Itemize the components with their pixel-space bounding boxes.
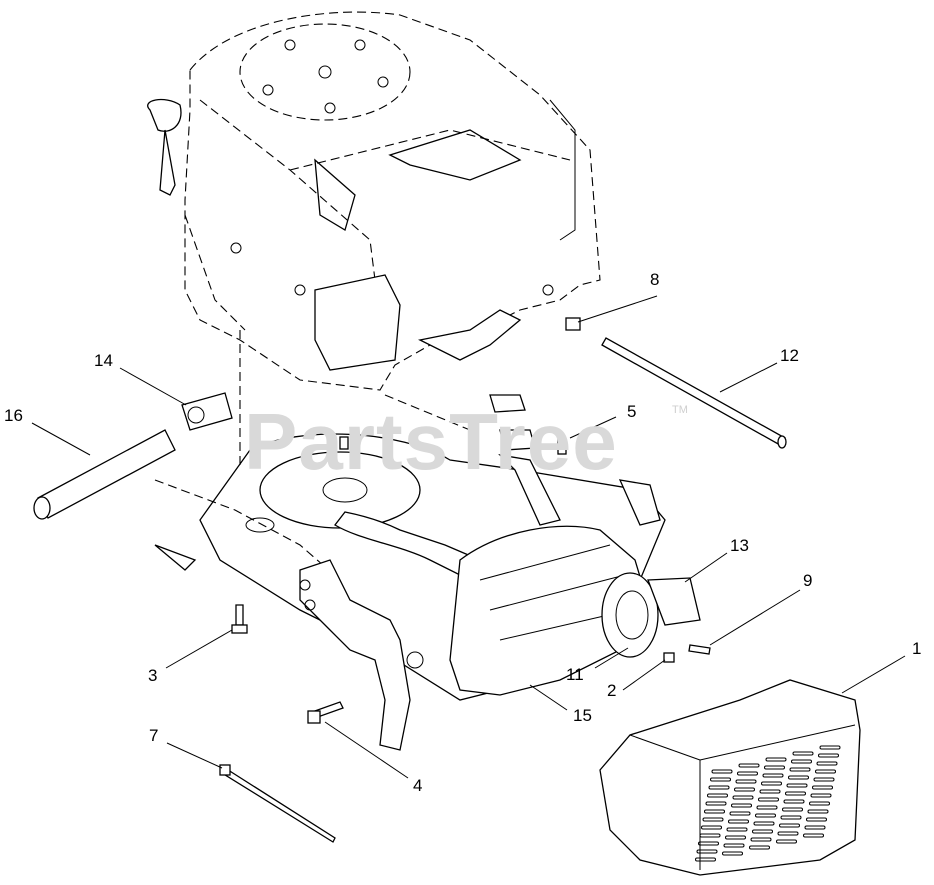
shield-slot (812, 785, 833, 790)
shield-slot (726, 827, 748, 832)
shield-slot (699, 833, 721, 838)
shield-slot (804, 825, 826, 830)
shield-slot (779, 823, 800, 828)
shield-slot (708, 785, 730, 790)
rod-12 (601, 337, 787, 449)
shield-slot (732, 795, 754, 800)
callout-12[interactable]: 12 (780, 346, 799, 365)
shield-slot (816, 761, 838, 766)
shield-slot (807, 809, 829, 814)
callout-4[interactable]: 4 (413, 776, 423, 795)
shield-slot (725, 835, 746, 840)
shield-slot (701, 825, 722, 830)
shield-slot (705, 801, 727, 806)
shield-slot (710, 777, 731, 782)
cable-tie-7 (219, 764, 336, 843)
shield-slot (753, 821, 775, 826)
shield-slot (792, 751, 814, 756)
shield-slot (704, 809, 725, 814)
leader-lines (31, 295, 906, 779)
shield-slot (761, 781, 782, 786)
callout-9[interactable]: 9 (803, 571, 813, 590)
callout-8[interactable]: 8 (650, 270, 660, 289)
shield-slot (783, 799, 805, 804)
shield-slot (777, 831, 799, 836)
shield-slot (806, 817, 827, 822)
shield-slot (810, 793, 832, 798)
shield-slot (788, 775, 809, 780)
heat-shield (599, 679, 861, 876)
callout-11[interactable]: 11 (566, 665, 584, 684)
shield-slot (738, 763, 760, 768)
exhaust-pipe (334, 394, 561, 581)
callout-7[interactable]: 7 (149, 726, 159, 745)
shield-slot (791, 759, 812, 764)
shield-slot (729, 811, 751, 816)
shield-slot (815, 769, 836, 774)
shield-slot (722, 851, 743, 856)
shield-slot (776, 839, 797, 844)
shield-slot (735, 779, 757, 784)
shield-slot (698, 841, 719, 846)
callout-13[interactable]: 13 (730, 536, 749, 555)
shield-slot (818, 753, 839, 758)
watermark-brand: PartsTree (244, 397, 618, 486)
shield-slot (785, 791, 806, 796)
shield-slot (755, 813, 776, 818)
shield-slot (749, 845, 770, 850)
shield-slot (759, 789, 781, 794)
shield-slot (764, 765, 785, 770)
shield-slot (780, 815, 802, 820)
callout-16[interactable]: 16 (4, 406, 23, 425)
fasteners (231, 317, 711, 724)
shield-slot (702, 817, 724, 822)
callout-15[interactable]: 15 (573, 706, 592, 725)
connector-14 (181, 392, 233, 431)
callout-1[interactable]: 1 (912, 639, 922, 658)
shield-slot (695, 857, 716, 862)
watermark-trademark: TM (672, 404, 688, 416)
shield-slot (707, 793, 728, 798)
shield-slot (765, 757, 787, 762)
shield-slot (786, 783, 808, 788)
tube-16 (33, 429, 176, 520)
shield-slot (819, 745, 841, 750)
shield-slot (813, 777, 835, 782)
muffler-body (449, 525, 701, 696)
shield-slot (750, 837, 772, 842)
shield-slot (734, 787, 755, 792)
shield-slot (803, 833, 824, 838)
shield-slot (731, 803, 752, 808)
shield-slot (723, 843, 745, 848)
callout-14[interactable]: 14 (94, 351, 113, 370)
callout-2[interactable]: 2 (607, 681, 617, 700)
shield-slot (711, 769, 733, 774)
shield-slot (752, 829, 773, 834)
shield-slot (762, 773, 784, 778)
engine-outline (147, 11, 601, 391)
shield-slot (737, 771, 758, 776)
shield-slot (789, 767, 811, 772)
callout-5[interactable]: 5 (627, 402, 637, 421)
shield-slot (809, 801, 830, 806)
shield-slot (756, 805, 778, 810)
shield-slot (782, 807, 803, 812)
callout-3[interactable]: 3 (148, 666, 158, 685)
shield-slot (758, 797, 779, 802)
shield-slot (696, 849, 718, 854)
shield-slot (728, 819, 749, 824)
